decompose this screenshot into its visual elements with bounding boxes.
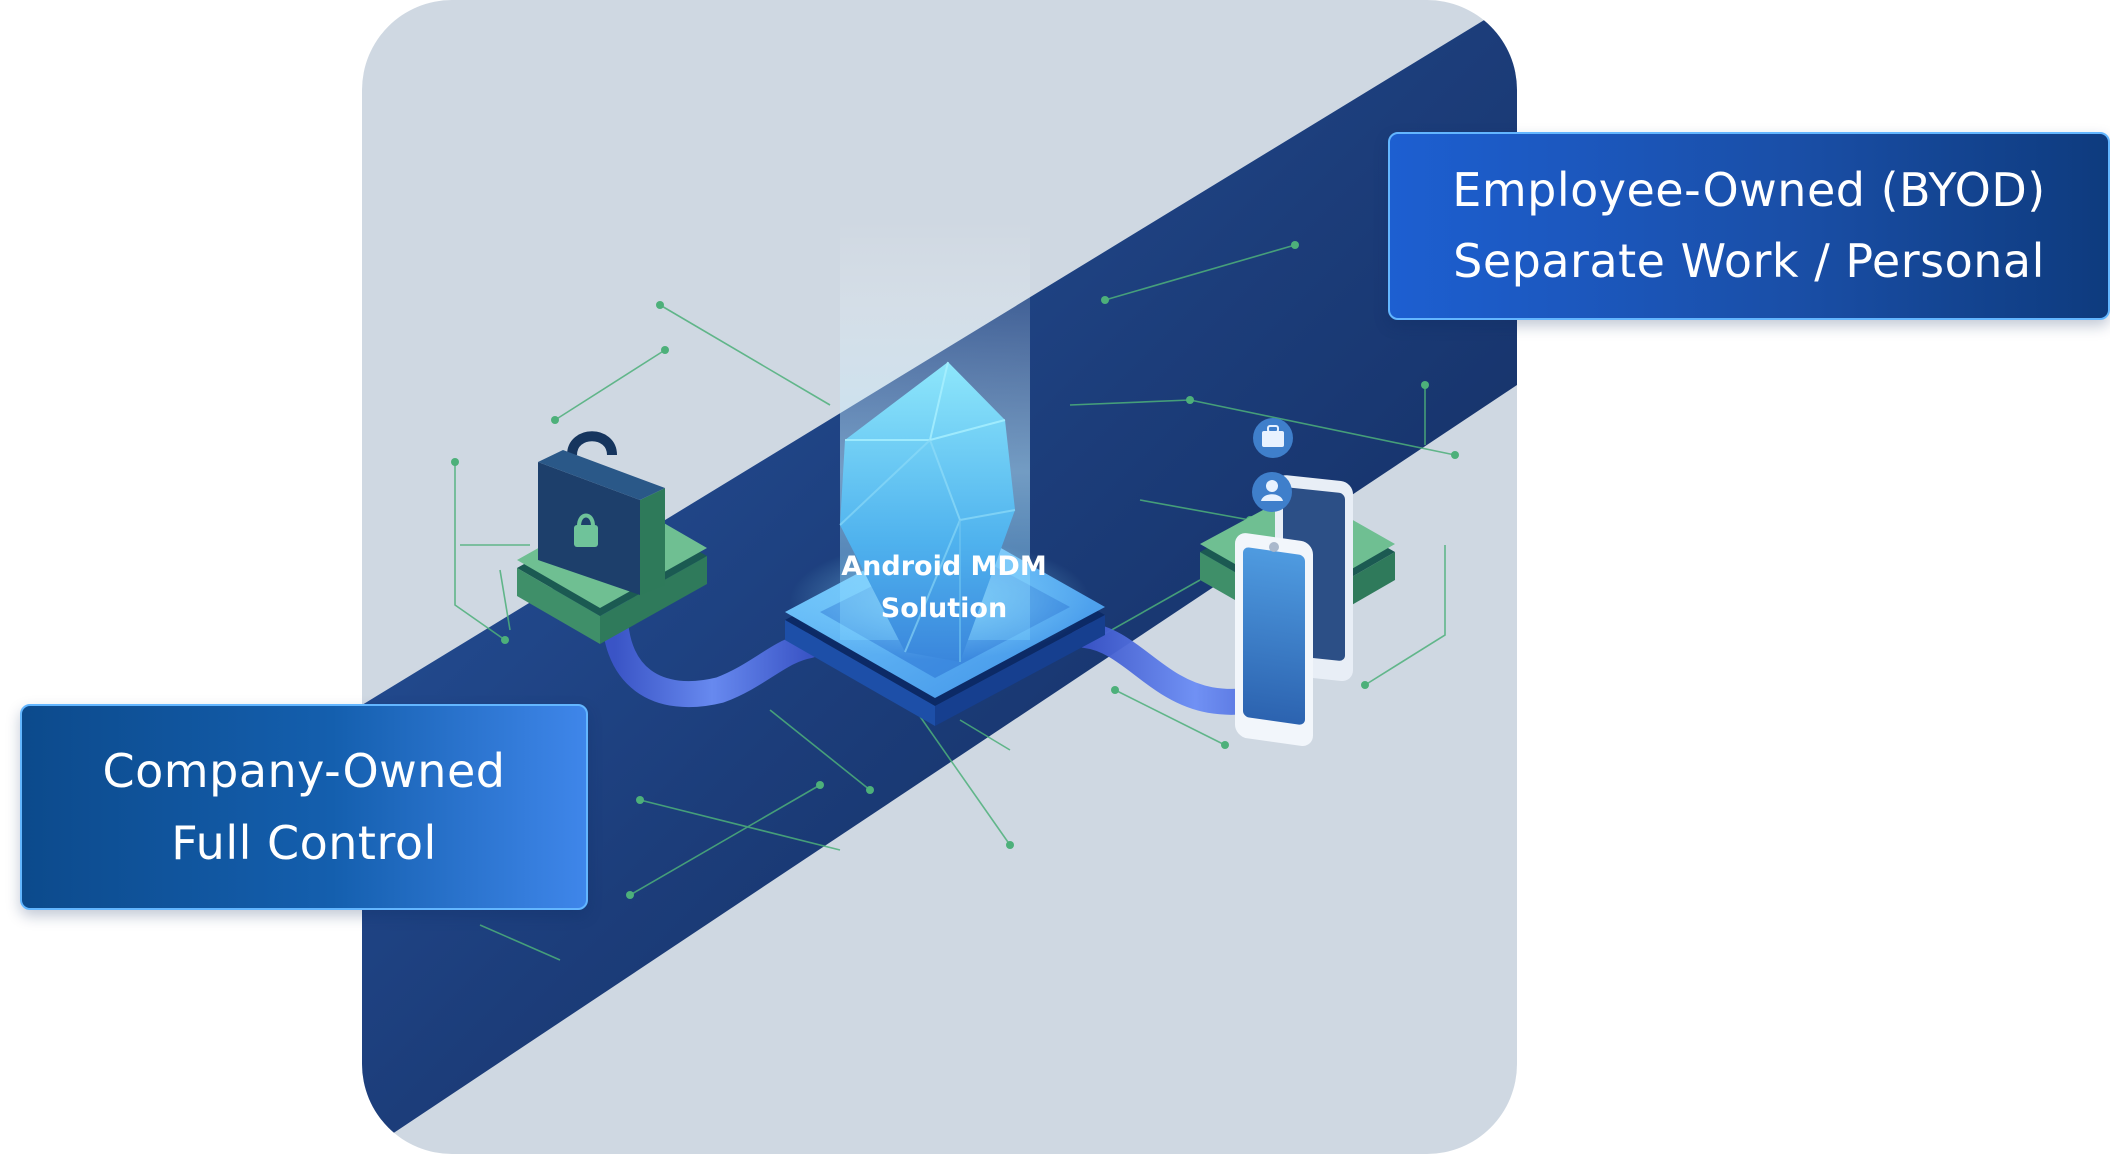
company-owned-subtitle: Full Control xyxy=(171,816,437,870)
crystal-gem-icon xyxy=(839,361,1016,662)
center-label-line2: Solution xyxy=(881,593,1007,624)
employee-owned-callout: Employee-Owned (BYOD) Separate Work / Pe… xyxy=(1388,132,2110,320)
left-connection-pipe xyxy=(601,587,823,708)
briefcase-small-icon xyxy=(1253,418,1293,458)
center-label-line1: Android MDM xyxy=(841,551,1046,582)
locked-briefcase-icon xyxy=(538,431,665,595)
company-owned-title: Company-Owned xyxy=(102,744,506,798)
circuit-nodes xyxy=(451,241,1459,899)
user-profile-icon xyxy=(1252,472,1292,512)
employee-owned-title: Employee-Owned (BYOD) xyxy=(1452,163,2046,217)
company-owned-callout: Company-Owned Full Control xyxy=(20,704,588,910)
smartphones-icon xyxy=(1235,418,1353,746)
employee-owned-subtitle: Separate Work / Personal xyxy=(1453,234,2045,288)
circuit-lines xyxy=(454,244,1456,961)
